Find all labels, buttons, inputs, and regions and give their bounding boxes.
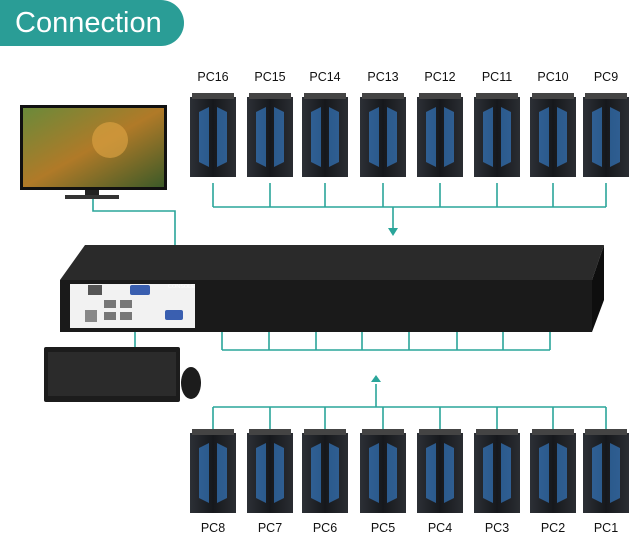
pc-label-pc9: PC9 <box>593 70 619 84</box>
pc-tower-pc5 <box>360 429 406 513</box>
keyboard-icon <box>44 347 180 402</box>
pc-label-pc13: PC13 <box>367 70 399 84</box>
pc-label-pc5: PC5 <box>370 521 396 535</box>
pc-label-pc10: PC10 <box>537 70 569 84</box>
pc-label-pc12: PC12 <box>424 70 456 84</box>
svg-text:CONSOLE: CONSOLE <box>168 284 195 290</box>
monitor-icon <box>20 105 167 199</box>
pc-label-pc3: PC3 <box>484 521 510 535</box>
pc-tower-pc9 <box>583 93 629 177</box>
pc-tower-pc14 <box>302 93 348 177</box>
pc-label-pc8: PC8 <box>200 521 226 535</box>
mouse-icon <box>181 367 201 399</box>
pc-tower-pc6 <box>302 429 348 513</box>
pc-tower-pc1 <box>583 429 629 513</box>
pc-tower-pc4 <box>417 429 463 513</box>
pc-label-pc1: PC1 <box>593 521 619 535</box>
pc-tower-pc2 <box>530 429 576 513</box>
pc-tower-pc11 <box>474 93 520 177</box>
pc-tower-pc12 <box>417 93 463 177</box>
pc-label-pc2: PC2 <box>540 521 566 535</box>
kvm-switch-icon: CONSOLE <box>60 245 604 332</box>
pc-tower-pc10 <box>530 93 576 177</box>
pc-tower-pc8 <box>190 429 236 513</box>
pc-label-pc7: PC7 <box>257 521 283 535</box>
pc-tower-pc7 <box>247 429 293 513</box>
pc-label-pc4: PC4 <box>427 521 453 535</box>
section-title: Connection <box>0 0 184 46</box>
pc-label-pc11: PC11 <box>481 70 513 84</box>
pc-label-pc6: PC6 <box>312 521 338 535</box>
pc-label-pc16: PC16 <box>197 70 229 84</box>
pc-label-pc14: PC14 <box>309 70 341 84</box>
pc-tower-pc15 <box>247 93 293 177</box>
pc-tower-pc3 <box>474 429 520 513</box>
pc-label-pc15: PC15 <box>254 70 286 84</box>
pc-tower-pc16 <box>190 93 236 177</box>
pc-tower-pc13 <box>360 93 406 177</box>
